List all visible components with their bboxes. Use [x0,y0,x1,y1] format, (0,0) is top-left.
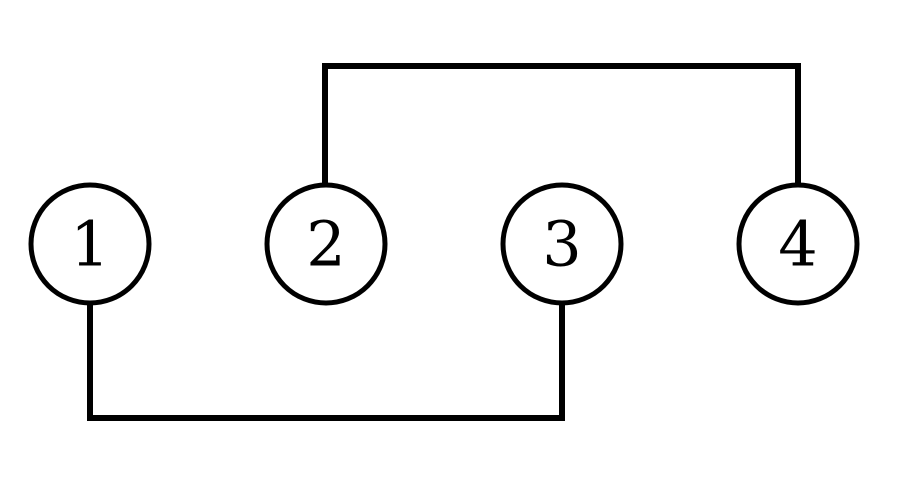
node-4-circle [736,182,860,306]
node-1-circle [28,182,152,306]
node-3-circle [500,182,624,306]
edge-2-4 [322,63,801,188]
node-1-label: 1 [70,208,109,281]
node-2-label: 2 [306,208,345,281]
node-3-label: 3 [542,208,581,281]
node-1: 1 [28,182,152,306]
node-2-circle [264,182,388,306]
node-4-label: 4 [778,208,817,281]
node-2: 2 [264,182,388,306]
node-4: 4 [736,182,860,306]
edge-1-3 [87,299,565,421]
node-3: 3 [500,182,624,306]
